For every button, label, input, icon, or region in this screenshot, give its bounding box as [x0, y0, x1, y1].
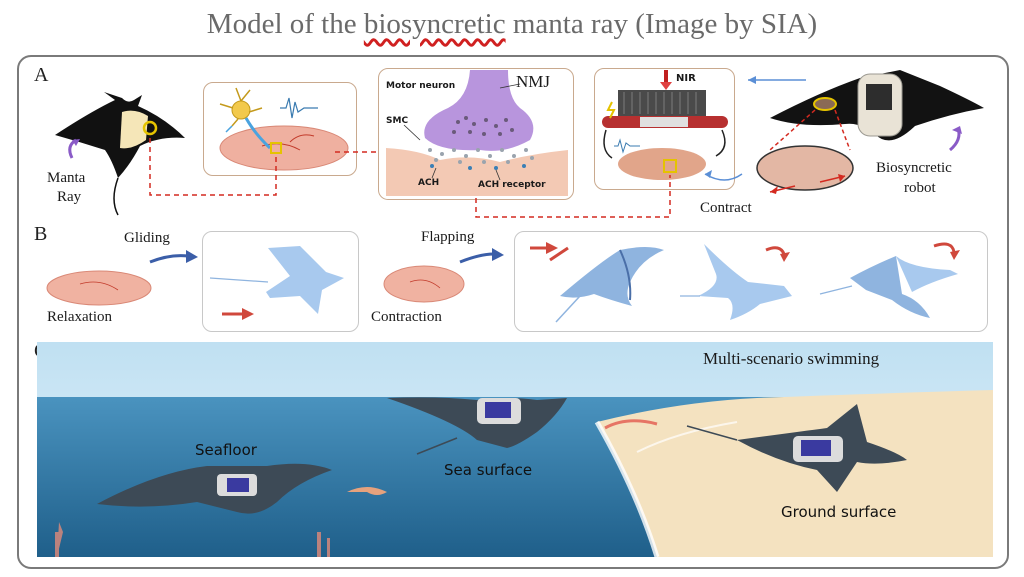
title-part-1: Model of the — [206, 8, 364, 40]
flapping-manta-2 — [680, 244, 792, 320]
small-fish — [347, 487, 387, 495]
figure-frame — [17, 55, 1009, 569]
nir-label: NIR — [676, 73, 696, 84]
neuron-tissue-drawing — [219, 87, 349, 171]
ach-label: ACH — [418, 178, 440, 188]
flapping-label: Flapping — [421, 229, 475, 245]
nmj-drawing — [386, 70, 568, 196]
ach-receptor-label: ACH receptor — [478, 180, 546, 190]
biosyncretic-robot-label-line-1: Biosyncretic — [876, 160, 952, 176]
motor-neuron-label: Motor neuron — [386, 81, 456, 91]
manta-ray-illustration — [55, 92, 185, 216]
robot-manta-illustration — [748, 70, 984, 194]
gliding-arrow — [149, 254, 189, 264]
manta-label-line-2: Ray — [57, 189, 82, 205]
biosyncretic-robot-label-line-2: robot — [904, 180, 936, 196]
nir-device-drawing — [602, 70, 743, 181]
panel-a-connectors — [149, 138, 671, 218]
scene-drawing — [37, 342, 993, 557]
manta-label-line-1: Manta — [47, 170, 86, 186]
figure-title: Model of the biosyncretic manta ray (Ima… — [0, 8, 1024, 41]
panel-a-letter: A — [34, 64, 49, 86]
contraction-tissue — [383, 265, 465, 303]
seafloor-label: Seafloor — [195, 441, 257, 459]
relaxation-label: Relaxation — [47, 309, 112, 325]
multi-scenario-scene — [37, 342, 993, 557]
title-underlined-word: biosyncretic — [363, 8, 506, 40]
corals — [55, 518, 330, 557]
contraction-label: Contraction — [371, 309, 442, 325]
gliding-manta — [209, 246, 344, 320]
flapping-manta-1 — [530, 242, 664, 323]
flapping-manta-3 — [819, 242, 960, 318]
smc-label: SMC — [386, 116, 409, 126]
title-part-2: manta ray (Image by SIA) — [505, 8, 818, 40]
seafloor-manta — [97, 463, 332, 514]
ground-surface-label: Ground surface — [781, 503, 897, 521]
sand-beach — [597, 390, 993, 557]
flapping-arrow — [459, 252, 495, 264]
sea-surface-label: Sea surface — [444, 461, 533, 479]
panel-b-letter: B — [34, 223, 48, 245]
nmj-label: NMJ — [516, 72, 551, 91]
multi-scenario-heading: Multi-scenario swimming — [703, 349, 880, 368]
ribbon-fish — [604, 419, 658, 430]
relaxation-tissue — [46, 270, 152, 306]
gliding-label: Gliding — [124, 230, 170, 246]
sea-surface-manta — [387, 397, 567, 455]
ground-surface-manta — [686, 404, 907, 492]
contract-label: Contract — [700, 200, 752, 216]
